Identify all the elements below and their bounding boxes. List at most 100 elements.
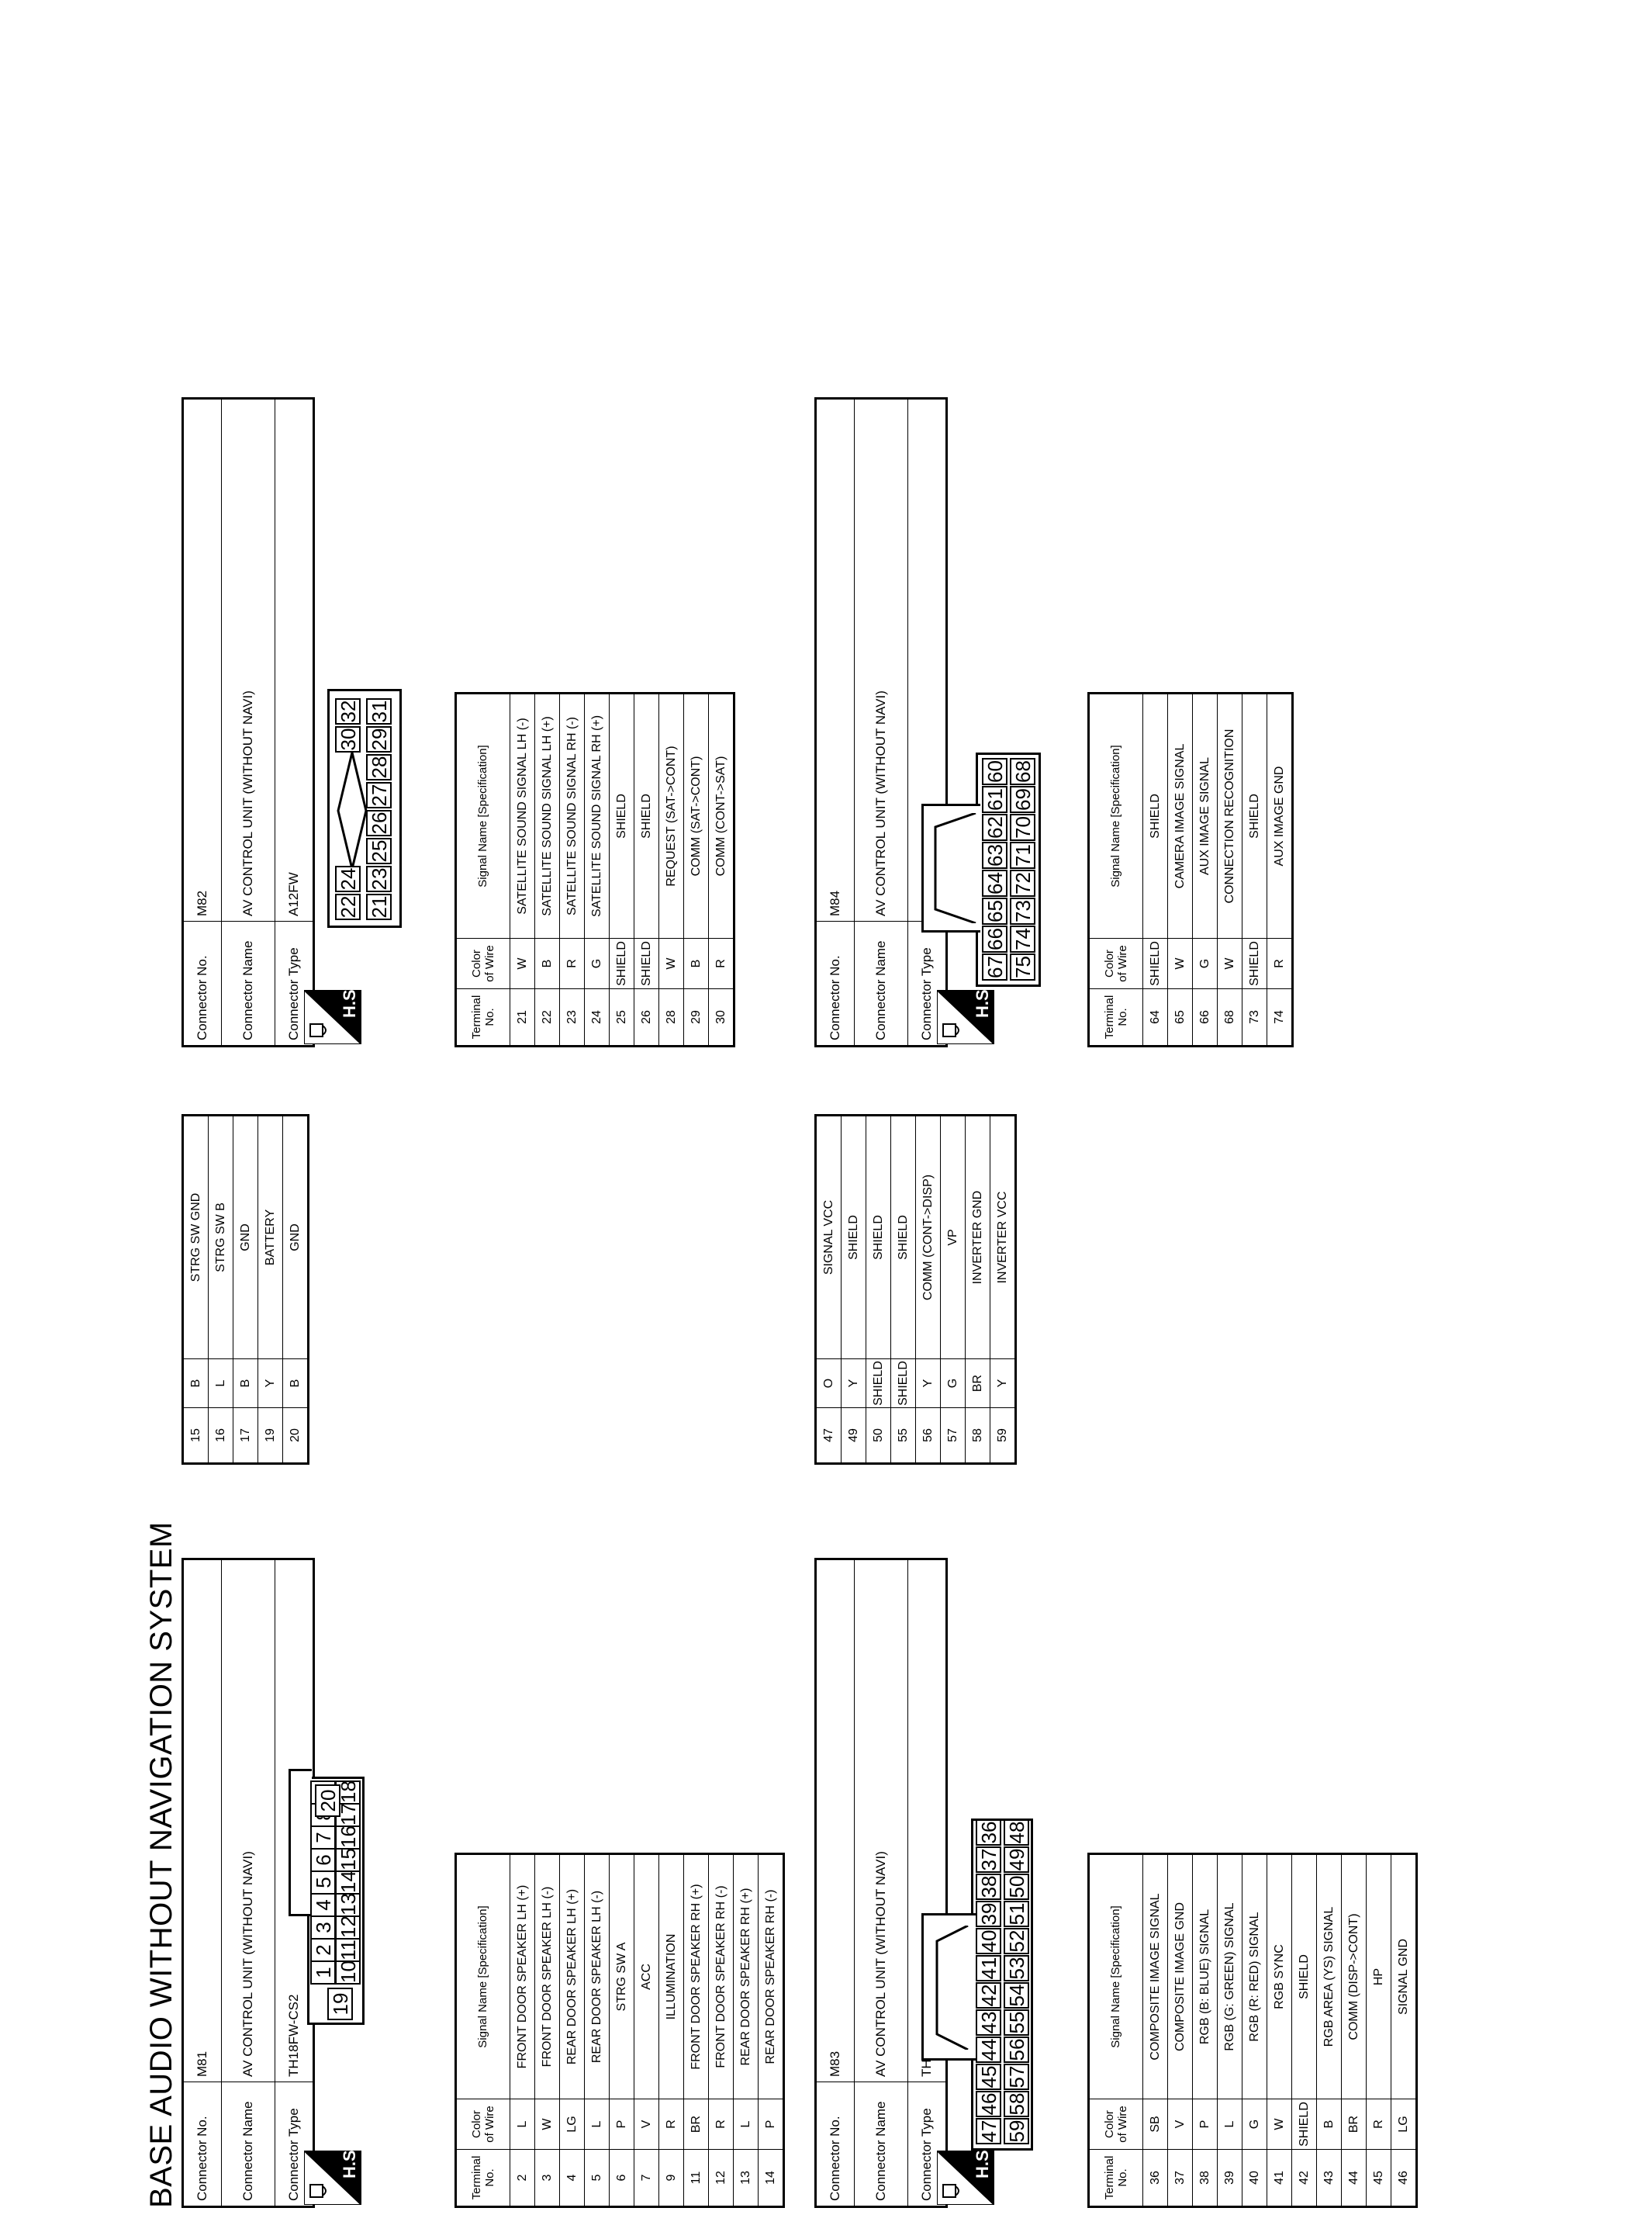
- connector-pin: 57: [1004, 2064, 1029, 2090]
- terminal-no: 49: [841, 1407, 866, 1464]
- signal-name: FRONT DOOR SPEAKER RH (+): [683, 1853, 709, 2099]
- terminal-no: 36: [1142, 2149, 1168, 2207]
- connector-pin: 31: [366, 698, 392, 725]
- signal-name: STRG SW B: [208, 1115, 233, 1359]
- connector-pin: 11: [335, 1938, 361, 1962]
- wire-color: LG: [559, 2099, 585, 2150]
- signal-name: REAR DOOR SPEAKER LH (+): [559, 1853, 585, 2099]
- wire-color: V: [1167, 2099, 1193, 2150]
- wire-color: P: [758, 2099, 784, 2150]
- m81-connector-face: 1234567891011121314151617181920: [289, 1769, 405, 2025]
- signal-name: AUX IMAGE GND: [1267, 693, 1293, 939]
- connector-pin: 50: [1004, 1874, 1029, 1900]
- connector-pin: 41: [976, 1955, 1001, 1981]
- terminal-no: 29: [683, 988, 709, 1047]
- terminal-no: 24: [584, 988, 610, 1047]
- connector-pin: 39: [976, 1901, 1001, 1927]
- signal-name-header: Signal Name [Specification]: [455, 693, 510, 939]
- signal-name: CONNECTION RECOGNITION: [1217, 693, 1242, 939]
- connector-pin: 45: [976, 2064, 1001, 2090]
- connector-pin: 52: [1004, 1928, 1029, 1954]
- wire-color: B: [182, 1358, 209, 1408]
- signal-name: GND: [282, 1115, 309, 1359]
- terminal-no: 66: [1192, 988, 1218, 1047]
- connector-pin: 43: [976, 2009, 1001, 2036]
- signal-name: COMPOSITE IMAGE GND: [1167, 1853, 1193, 2099]
- signal-name: SHIELD: [609, 693, 634, 939]
- connector-pin: 15: [335, 1848, 361, 1872]
- wire-color: W: [1267, 2099, 1292, 2150]
- m82-connector-type: A12FW: [275, 398, 314, 922]
- connector-pin: 70: [1010, 814, 1035, 841]
- wire-color: O: [815, 1358, 842, 1408]
- signal-name: SIGNAL GND: [1391, 1853, 1417, 2099]
- signal-name: RGB (G: GREEN) SIGNAL: [1217, 1853, 1242, 2099]
- hs-label: H.S.: [340, 990, 359, 1018]
- signal-name: SATELLITE SOUND SIGNAL LH (+): [534, 693, 560, 939]
- connector-pin: 71: [1010, 842, 1035, 869]
- connector-pin: 74: [1010, 926, 1035, 953]
- terminal-no: 64: [1142, 988, 1168, 1047]
- hs-label: H.S.: [973, 2151, 992, 2178]
- terminal-no: 15: [182, 1407, 209, 1464]
- signal-name-header: Signal Name [Specification]: [455, 1853, 510, 2099]
- signal-name: GND: [233, 1115, 258, 1359]
- connector-pin: 42: [976, 1982, 1001, 2009]
- m82-hs-icon: H.S.: [303, 985, 364, 1045]
- terminal-no: 17: [233, 1407, 258, 1464]
- connector-pin: 62: [982, 814, 1007, 841]
- wire-color: L: [1217, 2099, 1242, 2150]
- m81-connector-name: AV CONTROL UNIT (WITHOUT NAVI): [221, 1559, 275, 2082]
- wire-color: G: [584, 938, 610, 989]
- connector-pin: 48: [1004, 1819, 1029, 1846]
- signal-name: AUX IMAGE SIGNAL: [1192, 693, 1218, 939]
- terminal-no: 13: [733, 2149, 759, 2207]
- signal-name: VP: [940, 1115, 966, 1359]
- connector-pin: 46: [976, 2091, 1001, 2117]
- wire-color: Y: [257, 1358, 283, 1408]
- wire-color: SHIELD: [1291, 2099, 1317, 2150]
- connector-pin: 72: [1010, 870, 1035, 897]
- m84-hs-icon: H.S.: [936, 985, 997, 1045]
- wire-color: P: [609, 2099, 634, 2150]
- connector-pin: 53: [1004, 1955, 1029, 1981]
- terminal-no: 23: [559, 988, 585, 1047]
- connector-pin: 75: [1010, 953, 1035, 981]
- terminal-no: 65: [1167, 988, 1193, 1047]
- signal-name: REAR DOOR SPEAKER RH (-): [758, 1853, 784, 2099]
- signal-name: SHIELD: [841, 1115, 866, 1359]
- connector-pin: 40: [976, 1928, 1001, 1954]
- terminal-no: 9: [658, 2149, 684, 2207]
- terminal-no: 20: [282, 1407, 309, 1464]
- wire-color: G: [1192, 938, 1218, 989]
- connector-name-label: Connector Name: [221, 2082, 275, 2207]
- wire-color: R: [1267, 938, 1293, 989]
- connector-pin: 58: [1004, 2091, 1029, 2117]
- connector-pin: 7: [310, 1825, 336, 1850]
- connector-pin: 68: [1010, 758, 1035, 785]
